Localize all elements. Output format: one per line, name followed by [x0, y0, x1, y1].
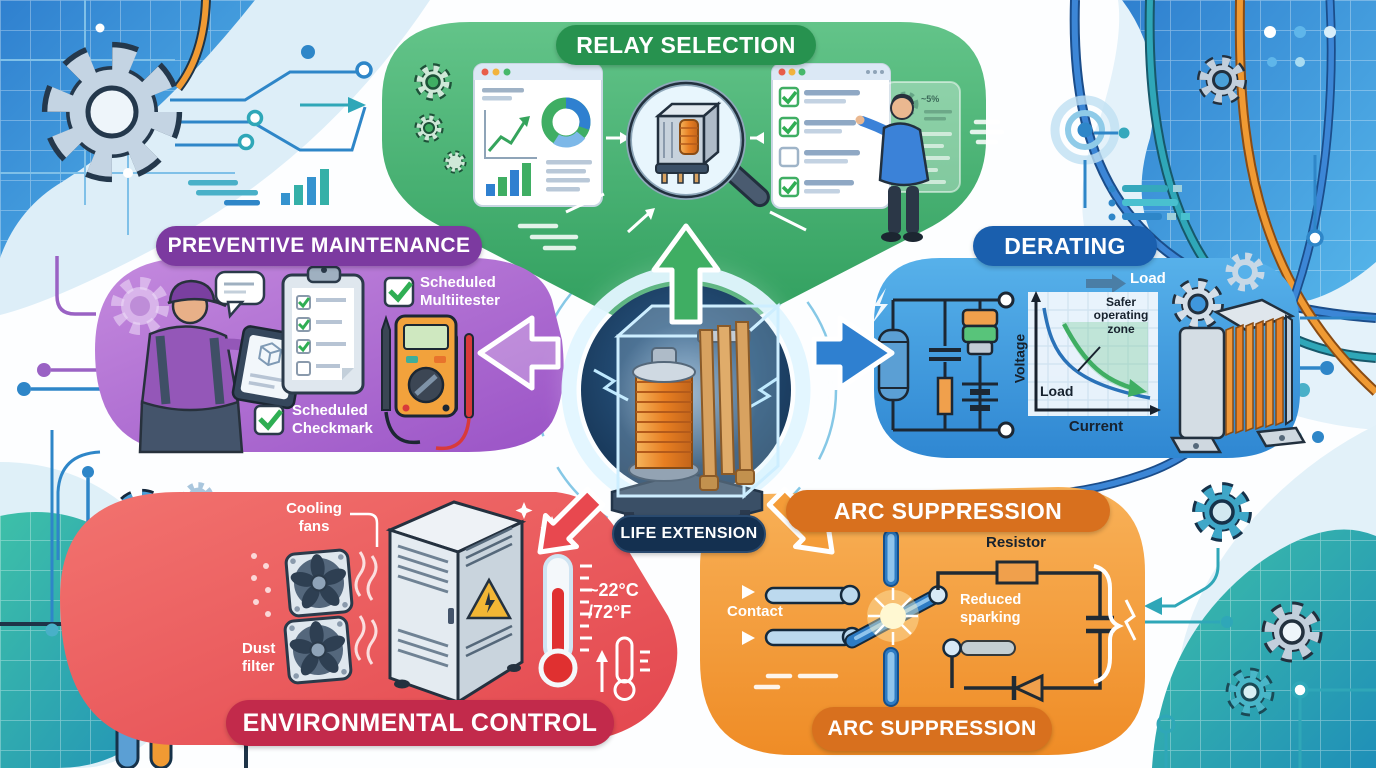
arc-suppression-illustrations	[742, 529, 1137, 707]
warning-triangle-icon	[465, 577, 513, 620]
heat-waves	[354, 551, 378, 665]
voltage-axis-label: Voltage	[1011, 333, 1028, 384]
current-axis-label: Current	[1068, 418, 1124, 435]
hub	[548, 252, 824, 540]
cooling-fan-icon	[283, 615, 353, 685]
gear-icon	[57, 57, 167, 167]
gear-icon	[1178, 257, 1261, 325]
derating-banner: DERATING	[973, 226, 1157, 266]
magnifier-relay-icon	[626, 80, 770, 208]
load-arrow-icon	[1086, 274, 1126, 293]
resistor-label: Resistor	[986, 534, 1047, 551]
checkbox-checked-icon	[383, 276, 415, 308]
arrow-up-relay-selection	[651, 223, 721, 325]
checkbox-checked-icon	[253, 404, 285, 436]
mini-bar-chart-icon	[188, 169, 329, 206]
checkbox-checked-icon	[778, 176, 854, 198]
arc-suppression-banner-bottom: ARC SUPPRESSION	[812, 707, 1052, 751]
environmental-control-banner: ENVIRONMENTAL CONTROL	[226, 700, 614, 746]
snubber-circuit	[936, 571, 1114, 700]
contact-label: Contact	[727, 603, 783, 620]
arrow-right-derating	[811, 315, 895, 391]
safer-operating-zone-label: Safer operating zone	[1093, 295, 1149, 336]
analytics-window	[473, 63, 603, 207]
relay-icon	[593, 302, 782, 540]
thermometer-outline-icon	[596, 636, 650, 701]
derating-chart	[1028, 291, 1161, 416]
person-engineer	[850, 93, 930, 242]
dust-filter-label: Dust filter	[242, 640, 276, 676]
derating-illustrations	[872, 257, 1307, 454]
checkbox-checked-icon	[778, 86, 860, 108]
cooling-fan-icon	[284, 548, 354, 618]
life-extension-badge: LIFE EXTENSION	[612, 515, 766, 553]
multimeter-icon	[381, 314, 474, 451]
arc-suppression-banner-top: ARC SUPPRESSION	[786, 490, 1110, 532]
checklist-window	[771, 63, 891, 209]
cooling-fans-label: Cooling fans	[286, 500, 342, 536]
scheduled-multitester-label: Scheduled Multiitester	[420, 274, 501, 310]
target-node-icon	[1050, 95, 1130, 208]
temperature-label: ~22°C /72°F	[588, 580, 639, 622]
load-flow-label: Load	[1130, 270, 1166, 287]
thermometer-icon	[538, 554, 592, 688]
server-cabinet-icon	[385, 500, 527, 711]
relay-selection-illustrations	[417, 63, 1005, 251]
clipboard-checklist-icon	[281, 265, 365, 395]
lightning-icon	[872, 288, 888, 324]
checkbox-empty-icon	[778, 146, 860, 168]
preventive-maintenance-banner: PREVENTIVE MAINTENANCE	[156, 226, 482, 266]
load-curve-label: Load	[1040, 383, 1074, 399]
preventive-maintenance-illustrations	[117, 265, 474, 454]
reduced-sparking-label: Reduced sparking	[960, 592, 1022, 626]
transformer-icon	[1169, 298, 1307, 454]
donut-chart-icon	[541, 97, 591, 148]
arrow-downleft-environmental	[537, 486, 606, 555]
relay-selection-banner: RELAY SELECTION	[556, 25, 816, 65]
speech-bubble-icon	[214, 270, 266, 319]
environmental-control-illustrations	[251, 500, 650, 711]
gear-icon	[417, 67, 464, 171]
arrow-left-preventive-maintenance	[477, 315, 561, 391]
gear-icon	[1198, 488, 1316, 711]
spec-note-label: ~5%	[921, 94, 940, 104]
checkbox-checked-icon	[778, 116, 856, 138]
spark-icon	[867, 588, 919, 645]
scheduled-checkmark-label: Scheduled Checkmark	[292, 402, 373, 438]
gear-icon	[1202, 60, 1241, 99]
